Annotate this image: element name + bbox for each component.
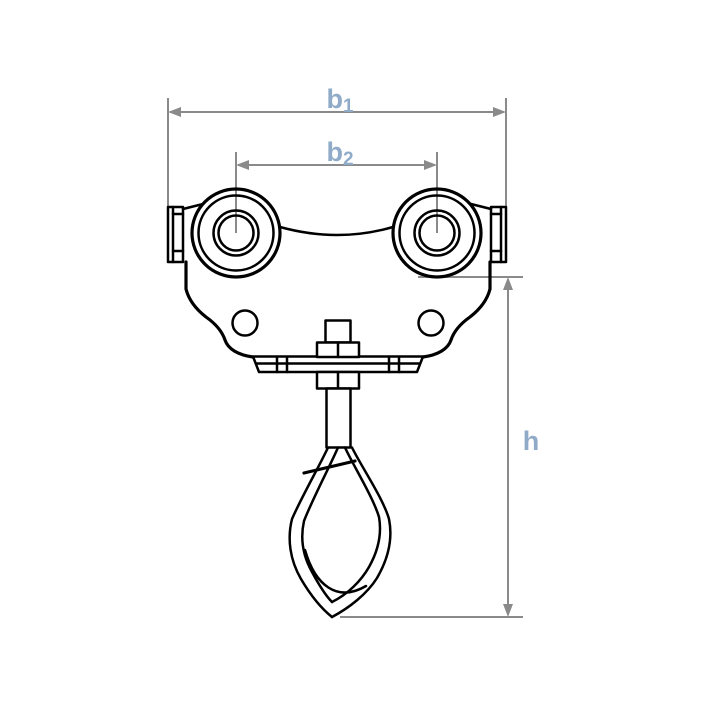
hook-eye <box>288 446 392 619</box>
hook-eye-outer-right <box>330 446 392 619</box>
hook-shank-ferrule <box>325 387 352 449</box>
suspension-shaft-top <box>324 319 352 344</box>
wheel-right-hub-outer <box>413 209 461 257</box>
body-saddle-curve <box>278 225 395 237</box>
dimension-label-b2: b2 <box>326 137 353 170</box>
crossbar-assembly <box>251 355 425 374</box>
hook-eye-outer-left <box>288 446 334 619</box>
body-hole-left <box>231 309 259 337</box>
flange-left-plate <box>166 205 185 264</box>
hook-eye-inner-left <box>301 446 340 604</box>
wheel-right-inner-rim <box>398 194 476 272</box>
side-flange-left <box>166 205 185 264</box>
hook-eye-rod-end-overlap <box>303 548 368 594</box>
label-b2-subscript: 2 <box>343 149 354 170</box>
flange-to-wheel-link-left <box>181 202 205 211</box>
wheel-right-outer-rim <box>391 187 483 279</box>
arrowhead-b2-left <box>236 160 249 170</box>
dimension-labels: b1 b2 h <box>326 84 539 456</box>
flange-to-wheel-link-right <box>469 202 493 211</box>
suspension-stack <box>315 319 361 449</box>
arrowhead-b1-left <box>168 107 181 117</box>
trolley-wheel-right <box>391 187 483 279</box>
trolley-wheel-left <box>190 187 282 279</box>
label-b2-base: b <box>326 137 343 167</box>
dimension-label-h: h <box>523 426 540 456</box>
wheel-left-hub-outer <box>212 209 260 257</box>
wheel-left-inner-rim <box>197 194 275 272</box>
wheel-right-hub-bore <box>418 214 456 252</box>
wheel-left-hub-bore <box>217 214 255 252</box>
label-b1-base: b <box>326 84 343 114</box>
trolley-geometry <box>166 187 508 619</box>
flange-right-plate <box>489 205 508 264</box>
label-b1-subscript: 1 <box>343 96 354 117</box>
arrowhead-h-top <box>503 277 513 290</box>
body-profile-right <box>421 260 492 359</box>
wheel-left-outer-rim <box>190 187 282 279</box>
arrowhead-b2-right <box>424 160 437 170</box>
body-profile-left <box>184 260 255 359</box>
label-h-base: h <box>523 426 540 456</box>
arrowhead-h-bottom <box>503 604 513 617</box>
side-flange-right <box>489 205 508 264</box>
dimension-label-b1: b1 <box>326 84 354 117</box>
hook-eye-inner-right <box>330 446 382 604</box>
hook-eye-twist-cross <box>302 459 357 475</box>
arrowhead-b1-right <box>493 107 506 117</box>
body-hole-right <box>417 309 445 337</box>
